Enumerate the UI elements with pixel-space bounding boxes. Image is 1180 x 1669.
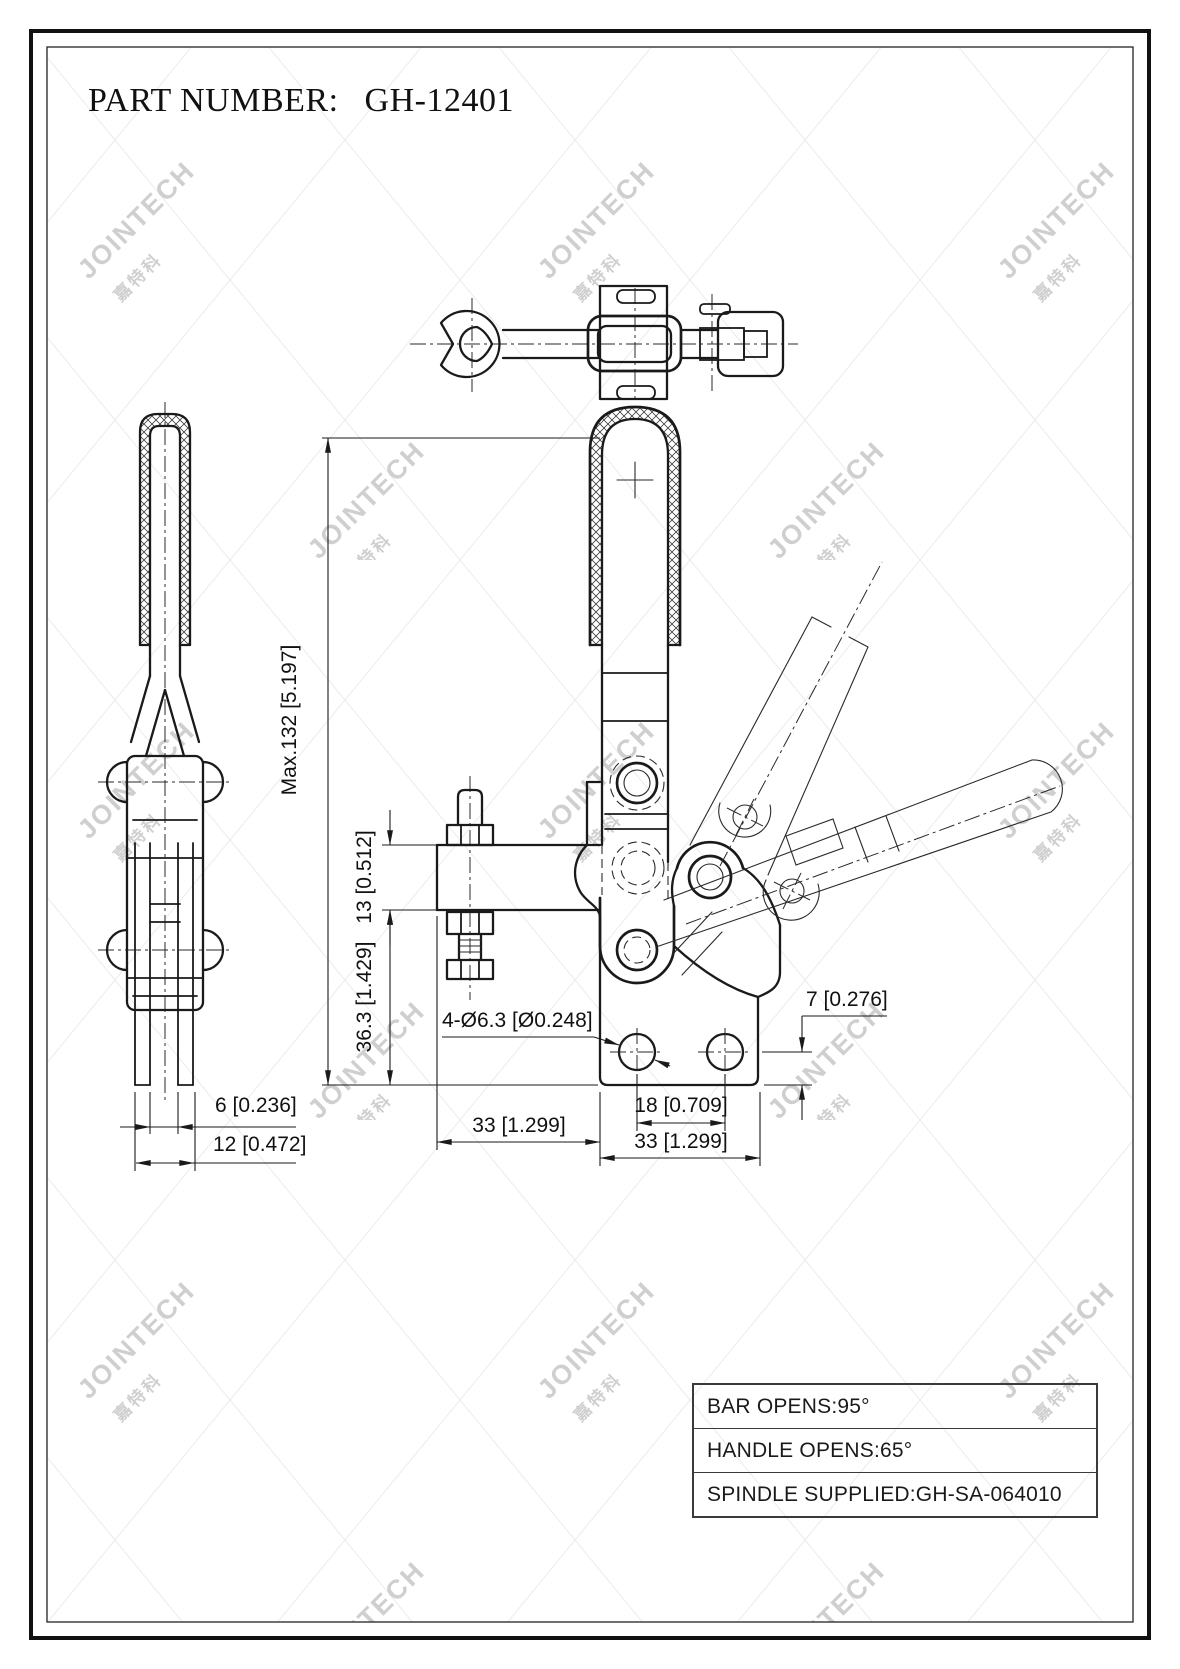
outer-border <box>29 29 1151 1640</box>
dim-max-height: Max.132 [5.197] <box>278 645 301 796</box>
view-front-main <box>435 405 782 1087</box>
bar-eye-hole <box>458 325 494 363</box>
title-block: PART NUMBER: GH-12401 <box>88 82 514 120</box>
sheet-border <box>29 29 1151 1640</box>
inner-border <box>46 46 1134 1623</box>
part-number-label: PART NUMBER: <box>88 82 339 119</box>
spec-row-bar-opens: BAR OPENS:95° <box>707 1394 870 1418</box>
watermark-layer <box>47 47 1133 1622</box>
spindle-nut-upper <box>445 823 495 847</box>
handle-pivot-pin <box>615 761 659 805</box>
open-handle-lobe <box>762 879 820 921</box>
spindle-nut-mid <box>445 910 495 936</box>
base-outline <box>598 914 760 1087</box>
link-collar <box>586 314 683 373</box>
pin-boss <box>201 760 225 804</box>
dim-arm-thickness: 13 [0.512] <box>353 830 376 923</box>
pivot-boss-front <box>675 840 745 870</box>
grip-knurl-front <box>590 407 680 645</box>
view-top-plan <box>410 284 798 401</box>
open-position-phantom <box>655 561 1063 976</box>
pin-boss <box>105 760 129 804</box>
handle-bracket-top <box>716 310 785 378</box>
spindle-stud <box>456 788 484 827</box>
dim-base-height: 36.3 [1.429] <box>353 942 376 1053</box>
open-bar-pad <box>785 818 844 866</box>
open-handle-hole <box>732 804 758 830</box>
dim-base-width: 33 [1.299] <box>634 1130 727 1153</box>
spindle-nut-lower <box>445 958 495 981</box>
spec-row-spindle-supplied: SPINDLE SUPPLIED:GH-SA-064010 <box>694 1472 1096 1516</box>
body-hook-edge <box>573 843 602 918</box>
bar-pivot-pin <box>615 928 659 972</box>
pin-boss <box>105 928 129 972</box>
dim-hole-edge-offset: 7 [0.276] <box>806 988 888 1011</box>
bar-clevis-front <box>598 896 676 985</box>
spec-row-handle-opens: HANDLE OPENS:65° <box>694 1428 1096 1472</box>
pin-boss <box>201 928 225 972</box>
dim-arm-reach: 33 [1.299] <box>472 1114 565 1137</box>
open-handle-hole <box>779 878 805 904</box>
dim-bar-slot-gap: 6 [0.236] <box>215 1094 297 1117</box>
clevis-body-side <box>125 754 205 1012</box>
dimensions: Max.132 [5.197] 13 [0.512] 36.3 [1.429] … <box>120 437 888 1171</box>
toggle-pivot-pin <box>687 854 733 900</box>
dim-hole-spacing: 18 [0.709] <box>634 1094 727 1117</box>
spec-table: BAR OPENS:95° HANDLE OPENS:65° SPINDLE S… <box>692 1383 1098 1518</box>
watermark-text-tiles <box>47 47 1133 1622</box>
open-handle-lobe <box>718 802 772 838</box>
bar-eye-outline <box>439 309 501 379</box>
part-number-value: GH-12401 <box>364 82 514 119</box>
dim-mount-holes: 4-Ø6.3 [Ø0.248] <box>442 1009 593 1032</box>
dim-bar-width: 12 [0.472] <box>213 1133 306 1156</box>
view-left-side <box>98 402 232 1104</box>
open-bar-end <box>1031 759 1063 813</box>
